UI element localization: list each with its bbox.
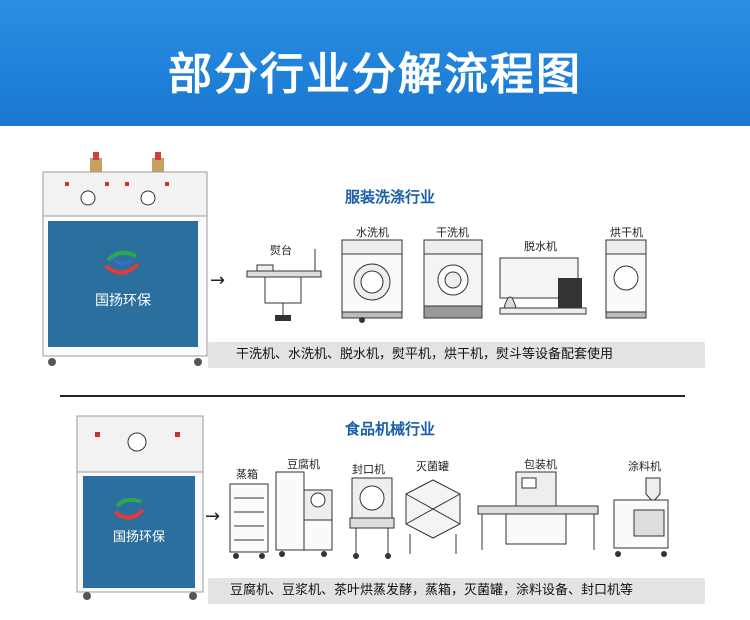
machine-label-washer: 水洗机 — [356, 226, 389, 239]
sealing-machine-icon — [349, 477, 395, 559]
steam-boiler-small — [76, 415, 204, 600]
page-title: 部分行业分解流程图 — [168, 49, 582, 100]
food-caption-text: 豆腐机、豆浆机、茶叶烘蒸发酵，蒸箱，灭菌罐，涂料设备、封口机等 — [230, 583, 634, 598]
machine-label-packaging: 包装机 — [524, 458, 557, 471]
dry-cleaning-machine-icon — [423, 239, 483, 319]
steam-boiler-large — [42, 152, 208, 366]
machine-label-ironing-table: 熨台 — [270, 244, 292, 257]
header-banner: 部分行业分解流程图 — [0, 0, 750, 126]
food-section-title: 食品机械行业 — [345, 420, 436, 438]
food-caption: 豆腐机、豆浆机、茶叶烘蒸发酵，蒸箱，灭菌罐，涂料设备、封口机等 — [208, 578, 705, 604]
arrow-right-icon: → — [205, 506, 221, 527]
machine-label-tofu: 豆腐机 — [287, 458, 320, 471]
machine-label-sealer: 封口机 — [352, 463, 385, 476]
brand-name-large: 国扬环保 — [95, 293, 151, 309]
laundry-caption-text: 干洗机、水洗机、脱水机，熨平机，烘干机，熨斗等设备配套使用 — [236, 347, 614, 362]
coating-machine-icon — [613, 477, 669, 557]
laundry-caption: 干洗机、水洗机、脱水机，熨平机，烘干机，熨斗等设备配套使用 — [208, 342, 705, 368]
machine-label-steamer: 蒸箱 — [236, 468, 258, 481]
packaging-machine-icon — [477, 471, 599, 550]
laundry-section-title: 服装洗涤行业 — [345, 188, 436, 206]
machine-label-coating: 涂料机 — [628, 460, 661, 473]
arrow-right-icon: → — [210, 270, 226, 291]
sterilization-tank-icon — [405, 479, 461, 554]
steam-cabinet-icon — [229, 483, 269, 559]
machine-label-dry-cleaner: 干洗机 — [436, 226, 469, 239]
section-divider — [60, 395, 685, 397]
ironing-table-icon — [246, 249, 322, 321]
machine-label-sterilizer: 灭菌罐 — [416, 460, 449, 473]
tofu-machine-icon — [275, 471, 333, 557]
brand-name-small: 国扬环保 — [112, 530, 165, 545]
machine-label-extractor: 脱水机 — [524, 240, 557, 253]
dewatering-machine-icon — [499, 257, 587, 315]
machine-label-dryer: 烘干机 — [610, 226, 643, 239]
dryer-icon — [605, 239, 647, 319]
washing-machine-icon — [341, 239, 403, 323]
